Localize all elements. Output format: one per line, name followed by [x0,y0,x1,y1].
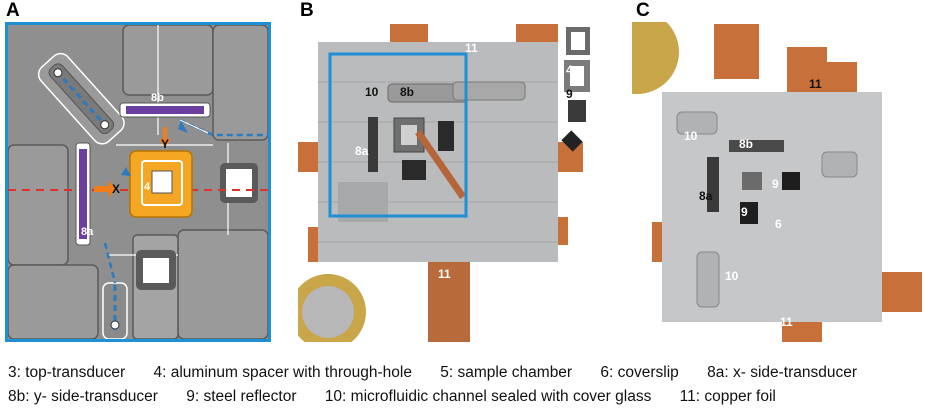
photo-b-label-11-top: 11 [465,41,478,55]
photo-c-label-8b: 8b [739,137,753,151]
caption-item: 11: copper foil [679,388,776,405]
photo-b-label-10: 10 [365,85,379,99]
caption-item: 5: sample chamber [440,364,573,381]
photo-c-label-10-bottom: 10 [725,269,739,283]
caption-item: 3: top-transducer [8,364,126,381]
photo-c-label-6: 6 [775,217,782,231]
photo-b-label-9: 9 [566,87,573,101]
schematic-label-8b: 8b [151,92,164,104]
device-photo: 11 10 8b 8a 4 9 11 [298,22,610,342]
schematic-label-4: 4 [144,181,151,193]
panel-letter-c: C [636,0,650,21]
device-photo-panel: 11 10 8b 8a 4 9 11 [298,22,610,342]
caption-line-1: 3: top-transducer 4: aluminum spacer wit… [8,364,881,382]
assembled-device-panel: 11 10 8b 9 8a 9 6 10 11 [632,22,936,342]
caption-line-2: 8b: y- side-transducer 9: steel reflecto… [8,388,800,406]
photo-b-label-8a: 8a [355,144,369,158]
schematic-panel: 8b 8a Y X 4 [5,22,271,342]
caption-item: 8b: y- side-transducer [8,388,158,405]
photo-c-label-9-lower: 9 [741,205,748,219]
schematic-drawing: 8b 8a Y X 4 [8,25,268,339]
photo-b-label-4: 4 [566,63,573,77]
schematic-label-x: X [112,182,120,196]
photo-c-label-8a: 8a [699,189,713,203]
caption-item: 8a: x- side-transducer [707,364,858,381]
caption-item: 6: coverslip [600,364,679,381]
photo-c-label-11-bottom: 11 [780,315,793,329]
panel-letter-a: A [6,0,20,21]
caption-item: 9: steel reflector [186,388,297,405]
panel-letter-b: B [300,0,314,21]
photo-b-label-8b: 8b [400,85,414,99]
schematic-label-y: Y [161,137,169,151]
caption-item: 4: aluminum spacer with through-hole [153,364,412,381]
assembled-device-photo: 11 10 8b 9 8a 9 6 10 11 [632,22,936,342]
photo-c-label-11-top: 11 [809,77,822,91]
photo-c-label-9-upper: 9 [772,177,779,191]
photo-c-label-10-top: 10 [684,129,698,143]
caption-item: 10: microfluidic channel sealed with cov… [324,388,652,405]
schematic-label-8a: 8a [81,226,94,238]
photo-b-label-11-bottom: 11 [438,267,451,281]
